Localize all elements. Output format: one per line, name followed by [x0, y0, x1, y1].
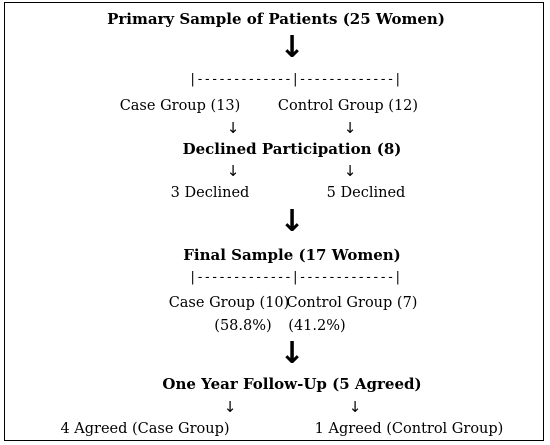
down-arrow-icon: ↓: [223, 398, 237, 416]
agreed-control: 1 Agreed (Control Group): [314, 421, 504, 437]
down-arrow-icon: ↓: [343, 162, 357, 180]
down-arrow-icon: ↓: [348, 398, 362, 416]
split-bracket-final: |-------------|-------------|: [188, 270, 402, 285]
split-bracket-primary: |-------------|-------------|: [188, 72, 402, 87]
down-arrow-icon: ↓: [226, 162, 240, 180]
primary-case-group: Case Group (13): [119, 98, 241, 114]
final-control-percent: (41.2%): [288, 318, 346, 334]
down-arrow-icon: ↓: [226, 119, 240, 137]
final-case-percent: (58.8%): [214, 318, 272, 334]
down-arrow-icon: ↓: [343, 119, 357, 137]
declined-case: 3 Declined: [170, 185, 250, 201]
agreed-case: 4 Agreed (Case Group): [60, 421, 230, 437]
down-arrow-icon: ↓: [279, 30, 305, 65]
final-case-group: Case Group (10): [168, 295, 290, 311]
declined-title: Declined Participation (8): [182, 140, 402, 158]
primary-sample-title: Primary Sample of Patients (25 Women): [107, 10, 445, 28]
primary-control-group: Control Group (12): [277, 98, 419, 114]
followup-title: One Year Follow-Up (5 Agreed): [162, 375, 422, 393]
down-arrow-icon: ↓: [279, 336, 305, 371]
final-control-group: Control Group (7): [286, 295, 418, 311]
down-arrow-icon: ↓: [279, 204, 305, 239]
declined-control: 5 Declined: [326, 185, 406, 201]
diagram-frame: Primary Sample of Patients (25 Women) ↓ …: [4, 2, 544, 441]
final-sample-title: Final Sample (17 Women): [183, 246, 401, 264]
